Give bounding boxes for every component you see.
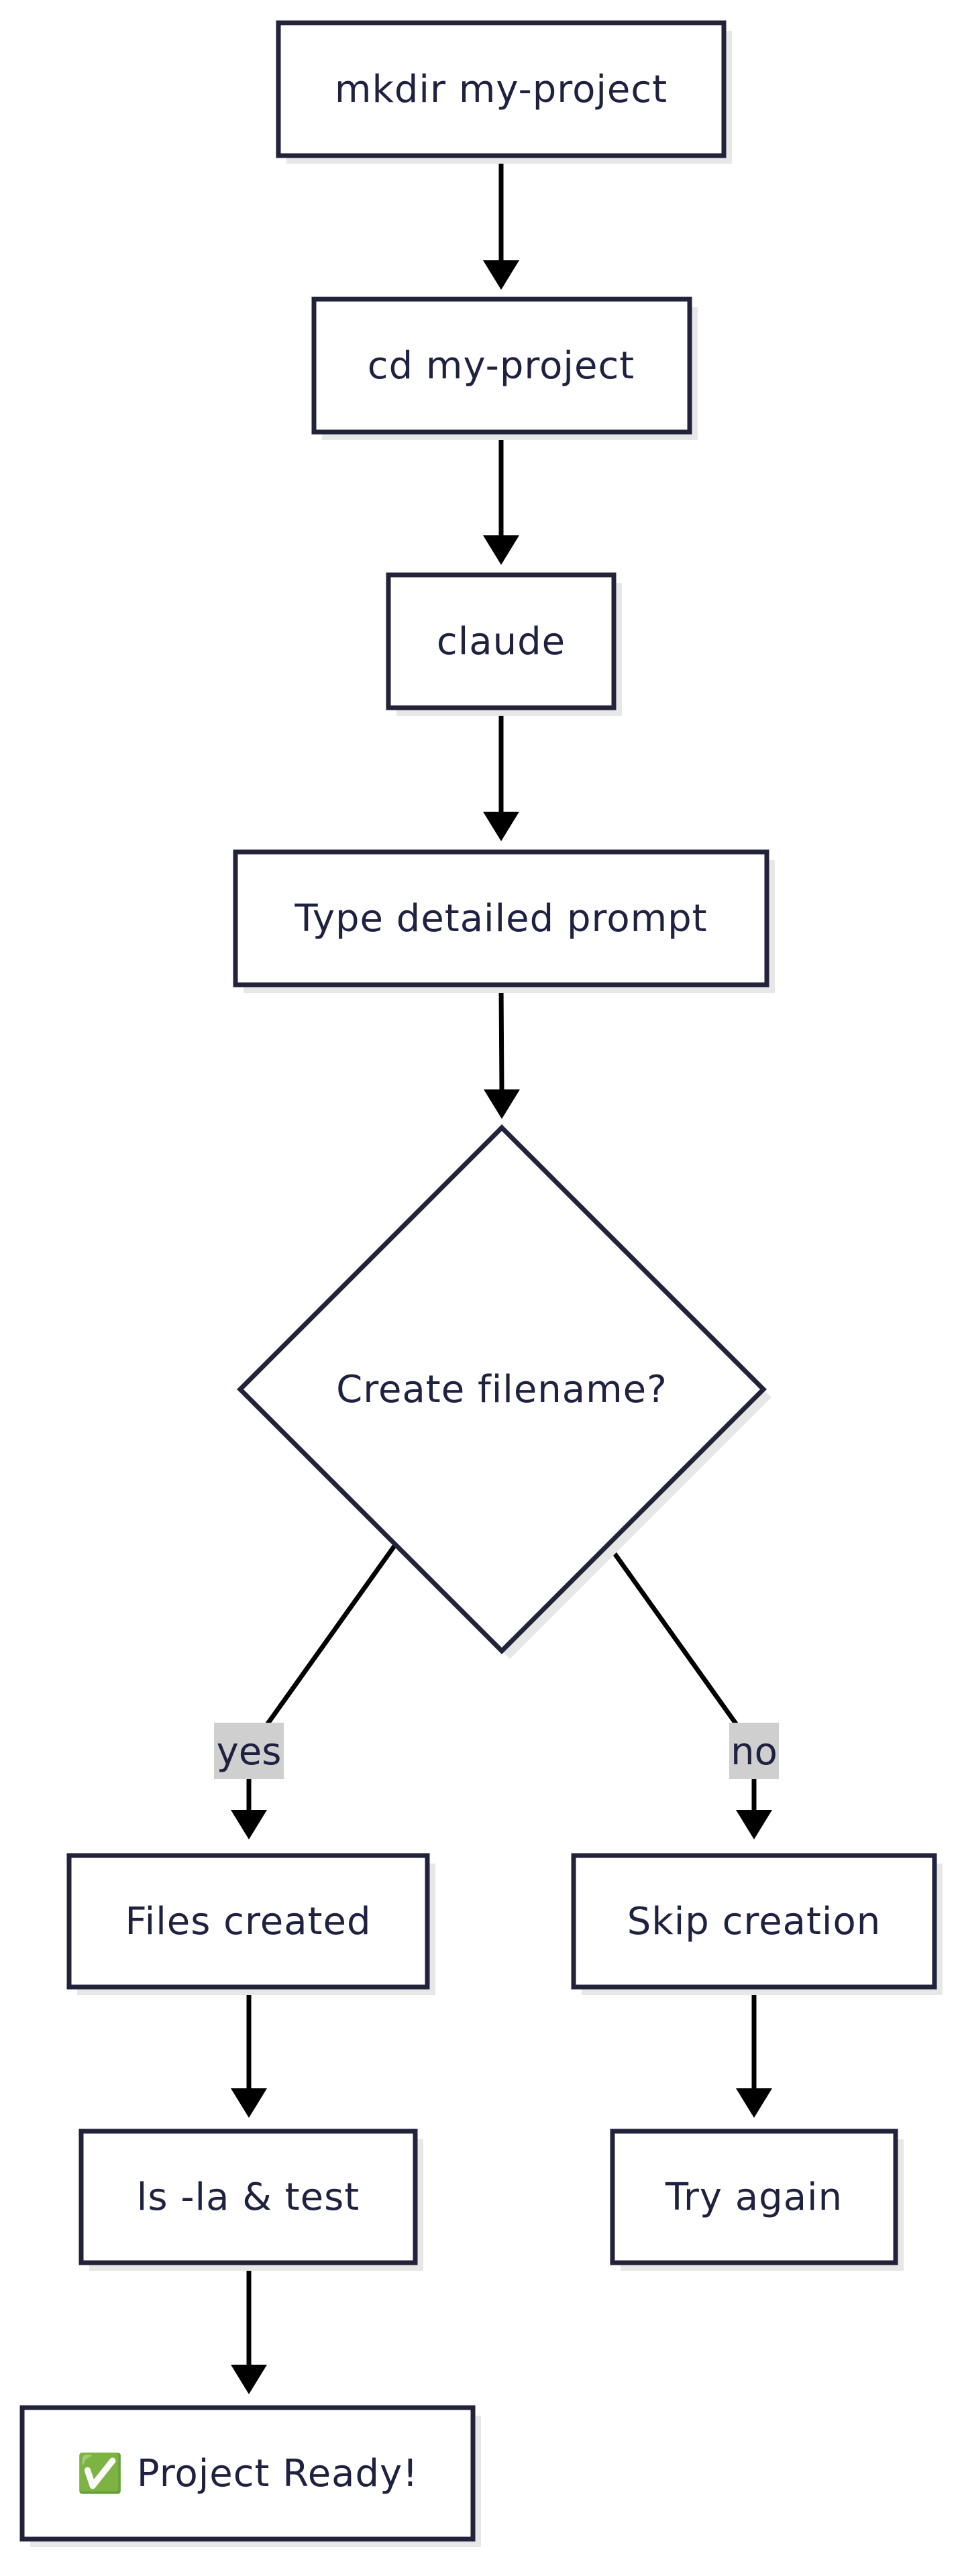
node-skip-creation-label: Skip creation <box>627 1900 881 1943</box>
node-cd-label: cd my-project <box>368 344 635 388</box>
edge-decision-to-files-created <box>231 1543 397 1839</box>
node-prompt-label: Type detailed prompt <box>294 897 707 941</box>
node-project-ready-label: ✅ Project Ready! <box>76 2452 418 2496</box>
edge-ls-test-to-project-ready <box>231 2262 267 2394</box>
node-cd: cd my-project <box>311 297 698 440</box>
node-claude-label: claude <box>437 620 566 663</box>
edge-skip-creation-to-try-again <box>736 1987 772 2118</box>
node-ls-test: ls -la & test <box>78 2129 423 2271</box>
edge-prompt-to-decision <box>484 984 520 1119</box>
node-files-created-label: Files created <box>125 1900 372 1943</box>
edge-cd-to-claude <box>483 433 519 565</box>
node-mkdir-label: mkdir my-project <box>335 68 667 111</box>
edge-label-no: no <box>729 1723 779 1779</box>
node-try-again: Try again <box>610 2129 904 2271</box>
edge-label-no-text: no <box>731 1730 778 1774</box>
node-ls-test-label: ls -la & test <box>137 2176 360 2219</box>
edge-mkdir-to-cd <box>483 156 519 290</box>
node-files-created: Files created <box>66 1853 435 1995</box>
node-decision-label: Create filename? <box>336 1368 667 1411</box>
node-try-again-label: Try again <box>665 2176 843 2219</box>
node-skip-creation: Skip creation <box>571 1853 943 1995</box>
node-prompt: Type detailed prompt <box>233 849 775 993</box>
node-decision: Create filename? <box>237 1124 771 1659</box>
node-project-ready: ✅ Project Ready! <box>19 2405 481 2547</box>
node-mkdir: mkdir my-project <box>276 20 732 164</box>
edge-label-yes: yes <box>214 1723 284 1779</box>
edge-label-yes-text: yes <box>217 1730 282 1774</box>
edge-claude-to-prompt <box>483 708 519 841</box>
node-claude: claude <box>386 572 622 716</box>
edge-decision-to-skip-creation <box>606 1543 772 1839</box>
edge-files-created-to-ls-test <box>231 1987 267 2118</box>
